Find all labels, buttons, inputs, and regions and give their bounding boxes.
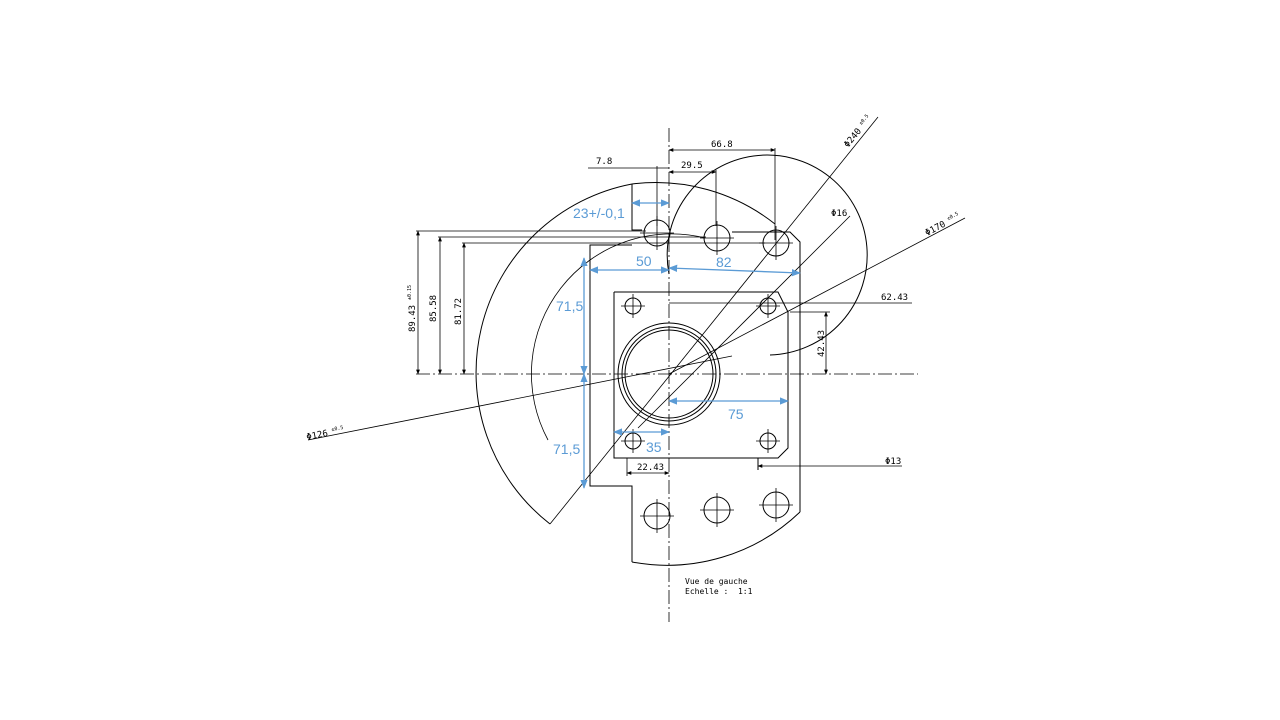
hole-bottom-2 <box>700 493 734 527</box>
hole-bottom-1 <box>640 499 674 533</box>
plate-right-edge <box>732 231 801 512</box>
hole-top-2 <box>700 221 734 255</box>
dim-89-43-tolerance: ±0.15 <box>407 285 413 300</box>
black-dimension-texts: 66.8 29.5 7.8 62.43 22.43 Φ13 Φ16 42.43 … <box>306 113 960 473</box>
dim-42-43: 42.43 <box>817 330 827 357</box>
hole-flange-tl <box>621 294 645 318</box>
dim-phi-170-tolerance: ±0.5 <box>946 211 959 222</box>
dim-29-5: 29.5 <box>681 161 703 171</box>
plate-left-edge <box>589 244 633 562</box>
bore-outer <box>617 322 721 426</box>
leader-phi-170 <box>668 217 966 375</box>
annotation-tolerance-23: 23+/-0,1 <box>573 205 625 221</box>
dim-phi-170: Φ170 <box>924 220 948 239</box>
annotation-75: 75 <box>728 406 744 422</box>
annotation-71-5-top: 71,5 <box>556 298 583 314</box>
leader-phi-240 <box>549 116 879 525</box>
part-outline <box>475 154 868 566</box>
centerlines <box>416 128 918 622</box>
blue-annotation-lines <box>580 199 801 489</box>
hole-flange-br <box>756 429 780 453</box>
dim-phi-126-tolerance: ±0.5 <box>331 425 344 433</box>
square-flange-right <box>614 291 789 470</box>
leader-phi-16 <box>637 215 851 429</box>
dim-22-43: 22.43 <box>637 463 664 473</box>
dim-85-58: 85.58 <box>429 295 439 322</box>
arc-126 <box>531 233 706 441</box>
outer-arc-top <box>631 182 776 225</box>
outer-arc-bottom <box>631 511 801 566</box>
dim-phi-16: Φ16 <box>831 209 847 219</box>
plate-notch-top <box>631 184 642 231</box>
dim-7-8: 7.8 <box>596 157 612 167</box>
view-note-title: Vue de gauche <box>685 577 748 586</box>
annotation-82: 82 <box>716 254 732 270</box>
dim-phi-240-tolerance: ±0.5 <box>858 113 870 126</box>
dim-81-72: 81.72 <box>454 298 464 325</box>
bore-inner <box>624 329 714 419</box>
hole-bottom-3 <box>759 488 793 522</box>
annotation-35: 35 <box>646 439 662 455</box>
dim-62-43: 62.43 <box>881 293 908 303</box>
annotation-50: 50 <box>636 253 652 269</box>
leader-phi-126 <box>307 355 733 441</box>
annotation-71-5-bottom: 71,5 <box>553 441 580 457</box>
outer-arc-left <box>475 183 633 525</box>
view-note: Vue de gauche Echelle : 1:1 <box>685 577 753 596</box>
view-note-scale: Echelle : 1:1 <box>685 587 753 596</box>
dim-89-43: 89.43 <box>408 305 418 332</box>
bore-middle <box>621 326 717 422</box>
square-flange-left <box>613 292 758 459</box>
dim-66-8: 66.8 <box>711 140 733 150</box>
blue-annotation-texts: 23+/-0,1 50 82 71,5 71,5 75 35 <box>553 205 744 457</box>
black-dimension-lines <box>307 116 966 525</box>
dim-phi-126: Φ126 <box>306 429 329 443</box>
dim-phi-13: Φ13 <box>885 457 901 467</box>
